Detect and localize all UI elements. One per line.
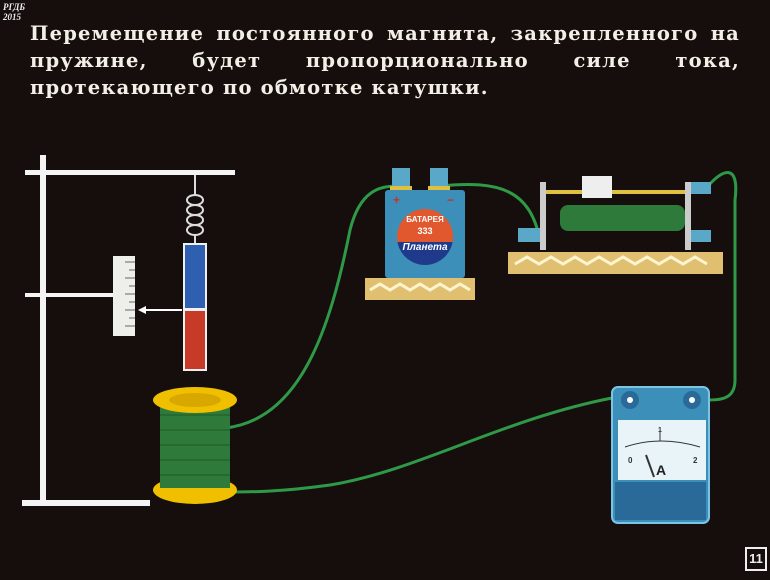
pointer-arrow-icon	[138, 306, 146, 314]
wire-rheostat-ammeter	[703, 171, 738, 402]
ammeter-unit: A	[656, 462, 666, 478]
scale-1: 1	[658, 427, 662, 434]
wire-coil-battery	[224, 184, 399, 430]
wire-battery-rheostat	[439, 182, 542, 241]
wires	[224, 171, 738, 494]
ammeter-needle	[645, 454, 655, 478]
battery-model: 333	[417, 226, 432, 236]
watermark: РГДБ 2015	[3, 2, 25, 22]
ammeter: 0 1 2 A	[611, 386, 710, 524]
coil	[153, 387, 237, 504]
stand	[22, 155, 235, 506]
permanent-magnet	[183, 243, 207, 371]
magnet-south	[185, 311, 205, 369]
scale-0: 0	[628, 456, 633, 465]
minus-sign: −	[447, 193, 454, 207]
caption: Перемещение постоянного магнита, закрепл…	[30, 22, 740, 99]
battery: + − БАТАРЕЯ 333 Планета	[365, 168, 475, 300]
rheostat	[508, 176, 723, 274]
watermark-line1: РГДБ	[3, 2, 26, 12]
scale-2: 2	[693, 456, 698, 465]
watermark-line2: 2015	[3, 12, 21, 22]
frame-number: 11	[745, 547, 767, 571]
wire-ammeter-coil	[229, 396, 613, 494]
plus-sign: +	[393, 193, 400, 207]
battery-brand: Планета	[402, 242, 447, 253]
battery-label: БАТАРЕЯ	[406, 215, 444, 224]
magnet-north	[185, 245, 205, 308]
spring	[186, 175, 204, 243]
scale	[113, 256, 182, 336]
